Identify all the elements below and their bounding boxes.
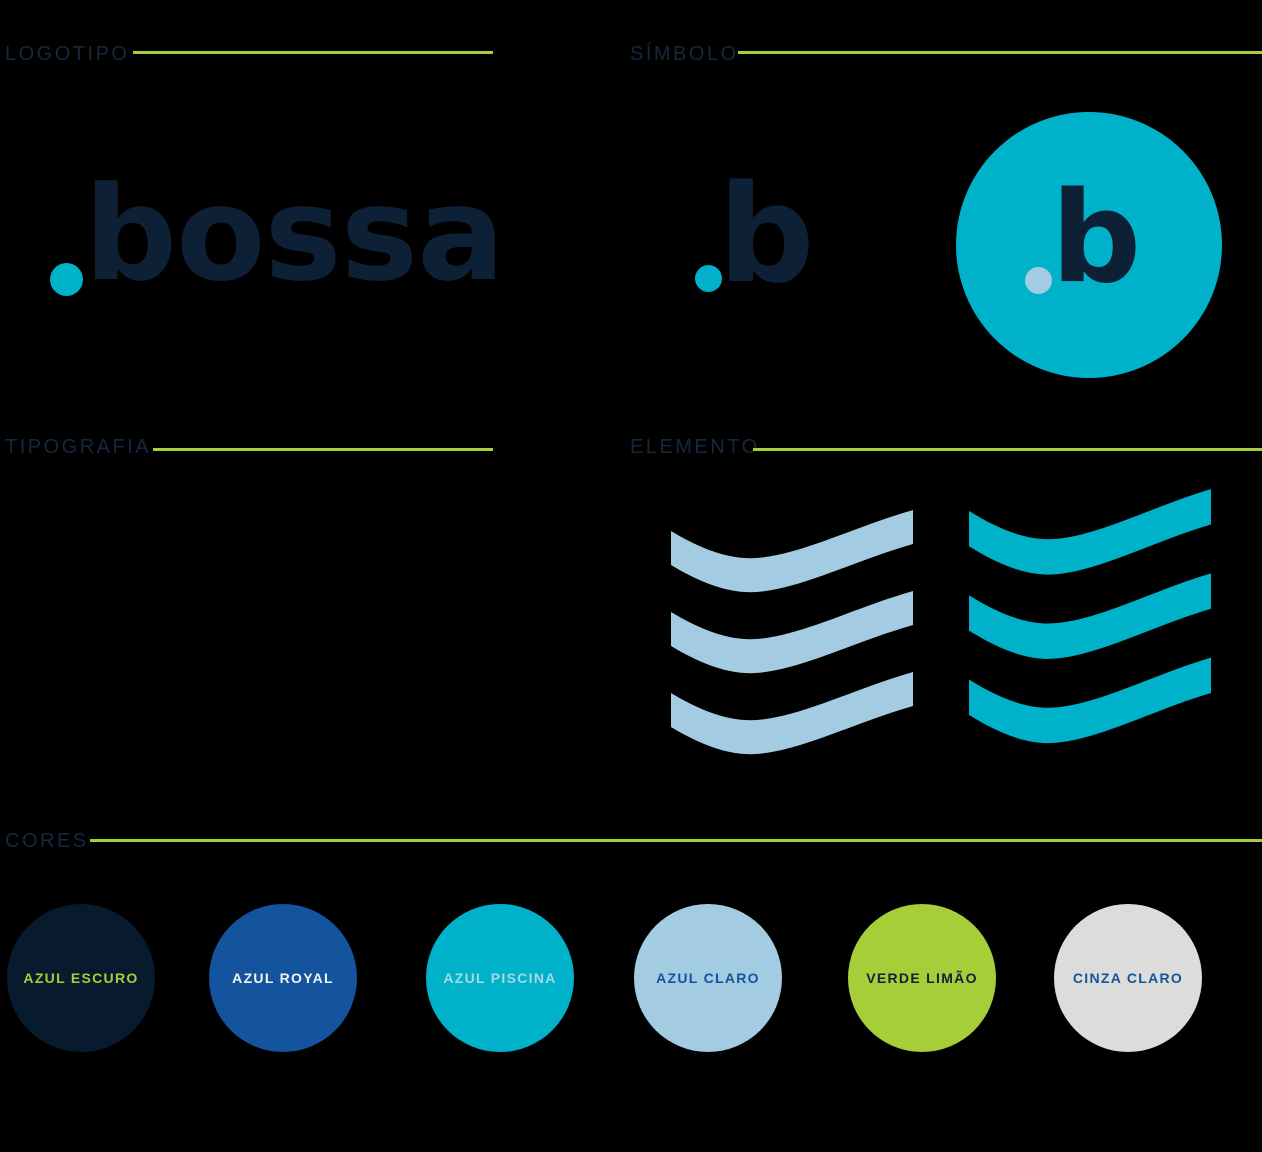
color-swatch-label: AZUL ROYAL: [232, 970, 334, 986]
section-title-tipografia: TIPOGRAFIA: [5, 436, 152, 458]
color-swatch-azul-claro: AZUL CLARO: [634, 904, 782, 1052]
color-swatch-verde-limao: VERDE LIMÃO: [848, 904, 996, 1052]
section-rule-tipografia: [153, 448, 493, 451]
symbol-roundel: b: [956, 112, 1222, 378]
color-swatch-label: VERDE LIMÃO: [866, 970, 978, 986]
section-title-elemento: ELEMENTO: [630, 436, 760, 458]
logo-dot: [50, 263, 83, 296]
section-title-cores: CORES: [5, 830, 89, 852]
roundel-dot: [1025, 267, 1052, 294]
symbol-letter: b: [718, 156, 815, 313]
section-title-simbolo: SÍMBOLO: [630, 43, 739, 65]
section-rule-elemento: [753, 448, 1262, 451]
color-swatch-label: AZUL ESCURO: [23, 970, 139, 986]
waves-element-light: [671, 510, 913, 755]
roundel-letter: b: [1051, 164, 1142, 311]
color-swatch-azul-piscina: AZUL PISCINA: [426, 904, 574, 1052]
typography-specimen: [5, 490, 565, 790]
section-rule-logotipo: [133, 51, 493, 54]
color-swatch-azul-royal: AZUL ROYAL: [209, 904, 357, 1052]
waves-element-teal: [969, 489, 1211, 744]
color-swatch-azul-escuro: AZUL ESCURO: [7, 904, 155, 1052]
section-rule-cores: [90, 839, 1262, 842]
color-swatch-label: AZUL CLARO: [656, 970, 760, 986]
color-swatch-label: CINZA CLARO: [1072, 970, 1184, 986]
section-rule-simbolo: [738, 51, 1262, 54]
section-title-logotipo: LOGOTIPO: [5, 43, 130, 65]
color-swatch-label: AZUL PISCINA: [443, 970, 557, 986]
logo-wordmark: bossa: [84, 158, 505, 310]
symbol-dot: [695, 265, 722, 292]
color-swatch-cinza-claro: CINZA CLARO: [1054, 904, 1202, 1052]
